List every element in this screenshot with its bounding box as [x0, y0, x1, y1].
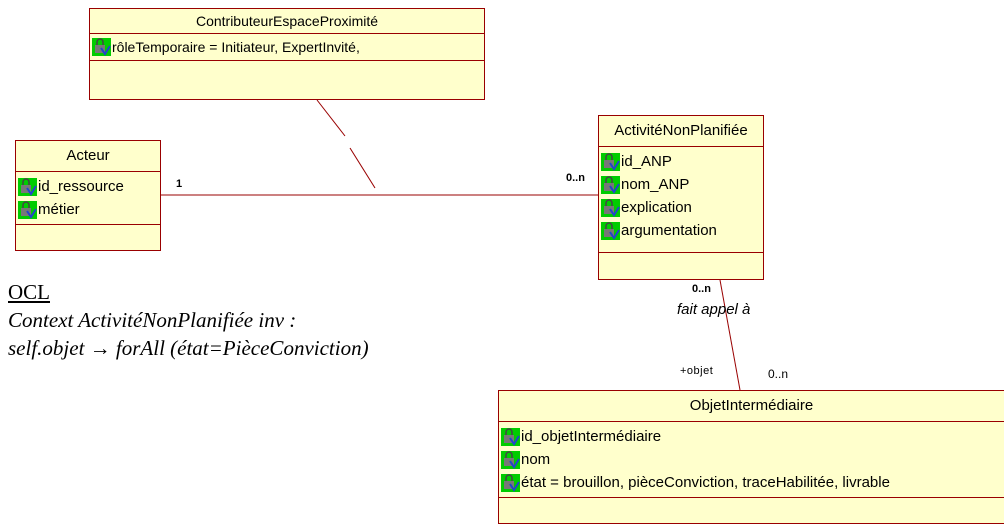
attribute-label: explication: [621, 199, 692, 216]
private-attribute-icon: [18, 177, 37, 196]
attribute-row: argumentation: [601, 219, 763, 242]
class-attributes: id_ressource métier: [16, 172, 160, 225]
class-title: ContributeurEspaceProximité: [90, 9, 484, 34]
attribute-row: explication: [601, 196, 763, 219]
class-attributes: id_objetIntermédiaire nom état = brouill…: [499, 422, 1004, 498]
class-title: ActivitéNonPlanifiée: [599, 116, 763, 147]
attribute-row: métier: [18, 198, 160, 221]
private-attribute-icon: [601, 198, 620, 217]
attribute-row: état = brouillon, pièceConviction, trace…: [501, 471, 1004, 494]
attribute-label: rôleTemporaire = Initiateur, ExpertInvit…: [112, 39, 360, 55]
attribute-label: id_ressource: [38, 178, 124, 195]
multiplicity-activite-objet-source: 0..n: [692, 283, 711, 295]
attribute-row: id_ressource: [18, 175, 160, 198]
attribute-row: id_objetIntermédiaire: [501, 425, 1004, 448]
attribute-label: nom_ANP: [621, 176, 690, 193]
association-class-link-lower: [349, 147, 376, 189]
role-objet: +objet: [680, 365, 714, 377]
attribute-label: id_ANP: [621, 153, 672, 170]
attribute-label: état = brouillon, pièceConviction, trace…: [521, 474, 890, 491]
class-attributes: id_ANP nom_ANP explication argumentation: [599, 147, 763, 253]
private-attribute-icon: [501, 450, 520, 469]
association-activite-objet: [719, 279, 741, 391]
private-attribute-icon: [601, 152, 620, 171]
class-contributeur-espace-proximite[interactable]: ContributeurEspaceProximité rôleTemporai…: [89, 8, 485, 100]
class-title: Acteur: [16, 141, 160, 172]
multiplicity-objet: 0..n: [768, 367, 789, 381]
private-attribute-icon: [501, 473, 520, 492]
attribute-label: nom: [521, 451, 551, 468]
private-attribute-icon: [601, 221, 620, 240]
ocl-context-line: Context ActivitéNonPlanifiée inv :: [8, 308, 297, 332]
attribute-row: nom: [501, 448, 1004, 471]
private-attribute-icon: [18, 200, 37, 219]
attribute-label: argumentation: [621, 222, 717, 239]
private-attribute-icon: [601, 175, 620, 194]
class-activite-non-planifiee[interactable]: ActivitéNonPlanifiée id_ANP nom_ANP expl…: [598, 115, 764, 280]
association-class-link-upper: [316, 99, 346, 137]
class-attributes: rôleTemporaire = Initiateur, ExpertInvit…: [90, 34, 484, 61]
attribute-label: id_objetIntermédiaire: [521, 428, 662, 445]
attribute-label: métier: [38, 201, 80, 218]
multiplicity-acteur: 1: [176, 178, 183, 190]
attribute-row: id_ANP: [601, 150, 763, 173]
attribute-row: nom_ANP: [601, 173, 763, 196]
multiplicity-activite: 0..n: [566, 172, 585, 184]
class-acteur[interactable]: Acteur id_ressource métier: [15, 140, 161, 251]
attribute-row: rôleTemporaire = Initiateur, ExpertInvit…: [92, 37, 484, 57]
private-attribute-icon: [92, 38, 111, 56]
class-objet-intermediaire[interactable]: ObjetIntermédiaire id_objetIntermédiaire…: [498, 390, 1004, 524]
private-attribute-icon: [501, 427, 520, 446]
ocl-heading: OCL: [8, 280, 50, 304]
ocl-constraint: OCL Context ActivitéNonPlanifiée inv : s…: [8, 278, 369, 362]
ocl-expression-line: self.objet → forAll (état=PièceConvictio…: [8, 336, 369, 360]
class-title: ObjetIntermédiaire: [499, 391, 1004, 422]
association-role-name: fait appel à: [677, 301, 751, 318]
